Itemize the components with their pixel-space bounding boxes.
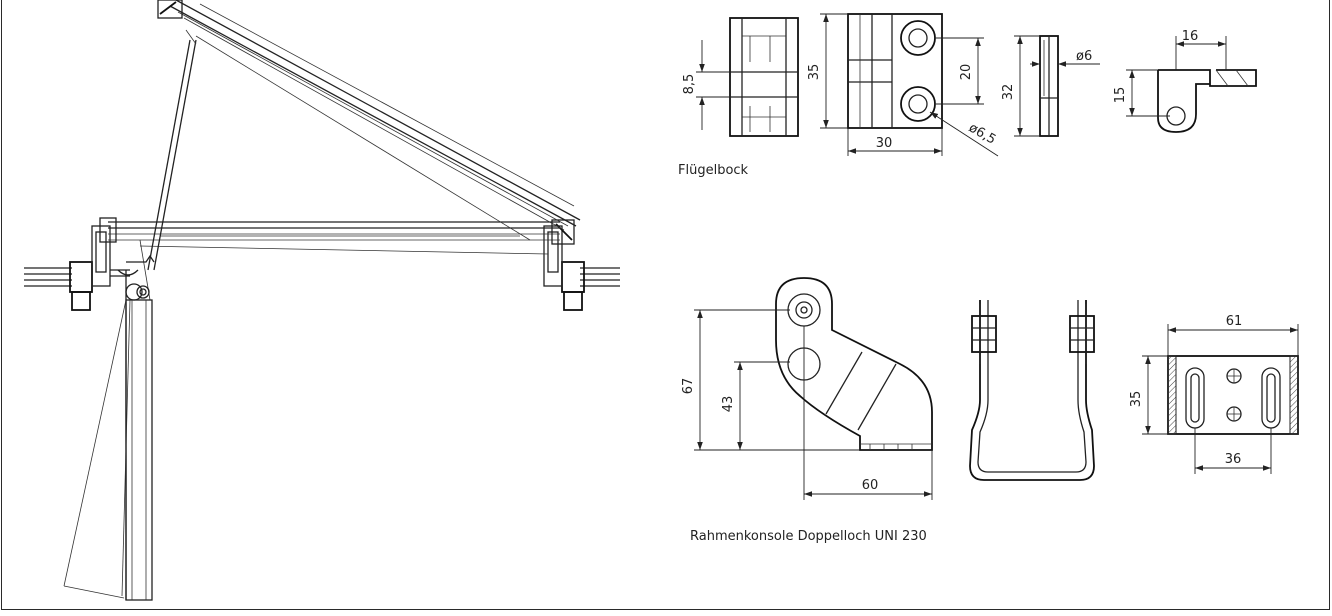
label-35-plate: 35 (1129, 391, 1144, 408)
closed-sash (99, 217, 575, 255)
label-30: 30 (876, 136, 893, 151)
fluegelbock-side-view (729, 17, 799, 137)
label-d6: ø6 (1076, 49, 1092, 64)
swing-envelope (63, 299, 131, 599)
dim-35: 35 (807, 13, 848, 129)
dim-20: 20 (936, 37, 984, 105)
rahmenkonsole-u-view (969, 300, 1095, 481)
opened-sash (157, 0, 581, 241)
label-32: 32 (1001, 84, 1016, 101)
label-36: 36 (1225, 452, 1242, 467)
frame-profile-right (543, 225, 620, 311)
label-61: 61 (1226, 314, 1243, 329)
dim-67: 67 (681, 309, 860, 451)
dim-pin-6: ø6 (1030, 49, 1100, 67)
dim-32: 32 (1001, 35, 1040, 137)
label-35-front: 35 (807, 64, 822, 81)
dim-36: 36 (1194, 428, 1272, 474)
label-20: 20 (959, 64, 974, 81)
dim-15: 15 (1113, 69, 1170, 117)
fluegelbock-front-view (847, 13, 943, 129)
caption-rahmenkonsole: Rahmenkonsole Doppelloch UNI 230 (690, 529, 927, 544)
label-60: 60 (862, 478, 879, 493)
frame-profile-left (24, 225, 130, 311)
hinge-console (117, 254, 155, 301)
dim-16: 16 (1175, 29, 1227, 70)
label-16: 16 (1182, 29, 1199, 44)
dim-60: 60 (803, 326, 933, 500)
dim-35-plate: 35 (1129, 355, 1168, 435)
label-8-5: 8,5 (682, 74, 697, 95)
skylight-section-view (24, 0, 620, 601)
dim-8-5: 8,5 (682, 40, 730, 130)
dim-61: 61 (1167, 314, 1299, 356)
fluegelbock-pin-view (1039, 35, 1059, 137)
label-43: 43 (721, 396, 736, 413)
dim-30: 30 (847, 128, 943, 156)
label-67: 67 (681, 378, 696, 395)
label-15: 15 (1113, 87, 1128, 104)
caption-fluegelbock: Flügelbock (678, 163, 749, 178)
dim-43: 43 (721, 361, 790, 450)
rahmenkonsole-group: 67 43 60 (681, 277, 1299, 544)
